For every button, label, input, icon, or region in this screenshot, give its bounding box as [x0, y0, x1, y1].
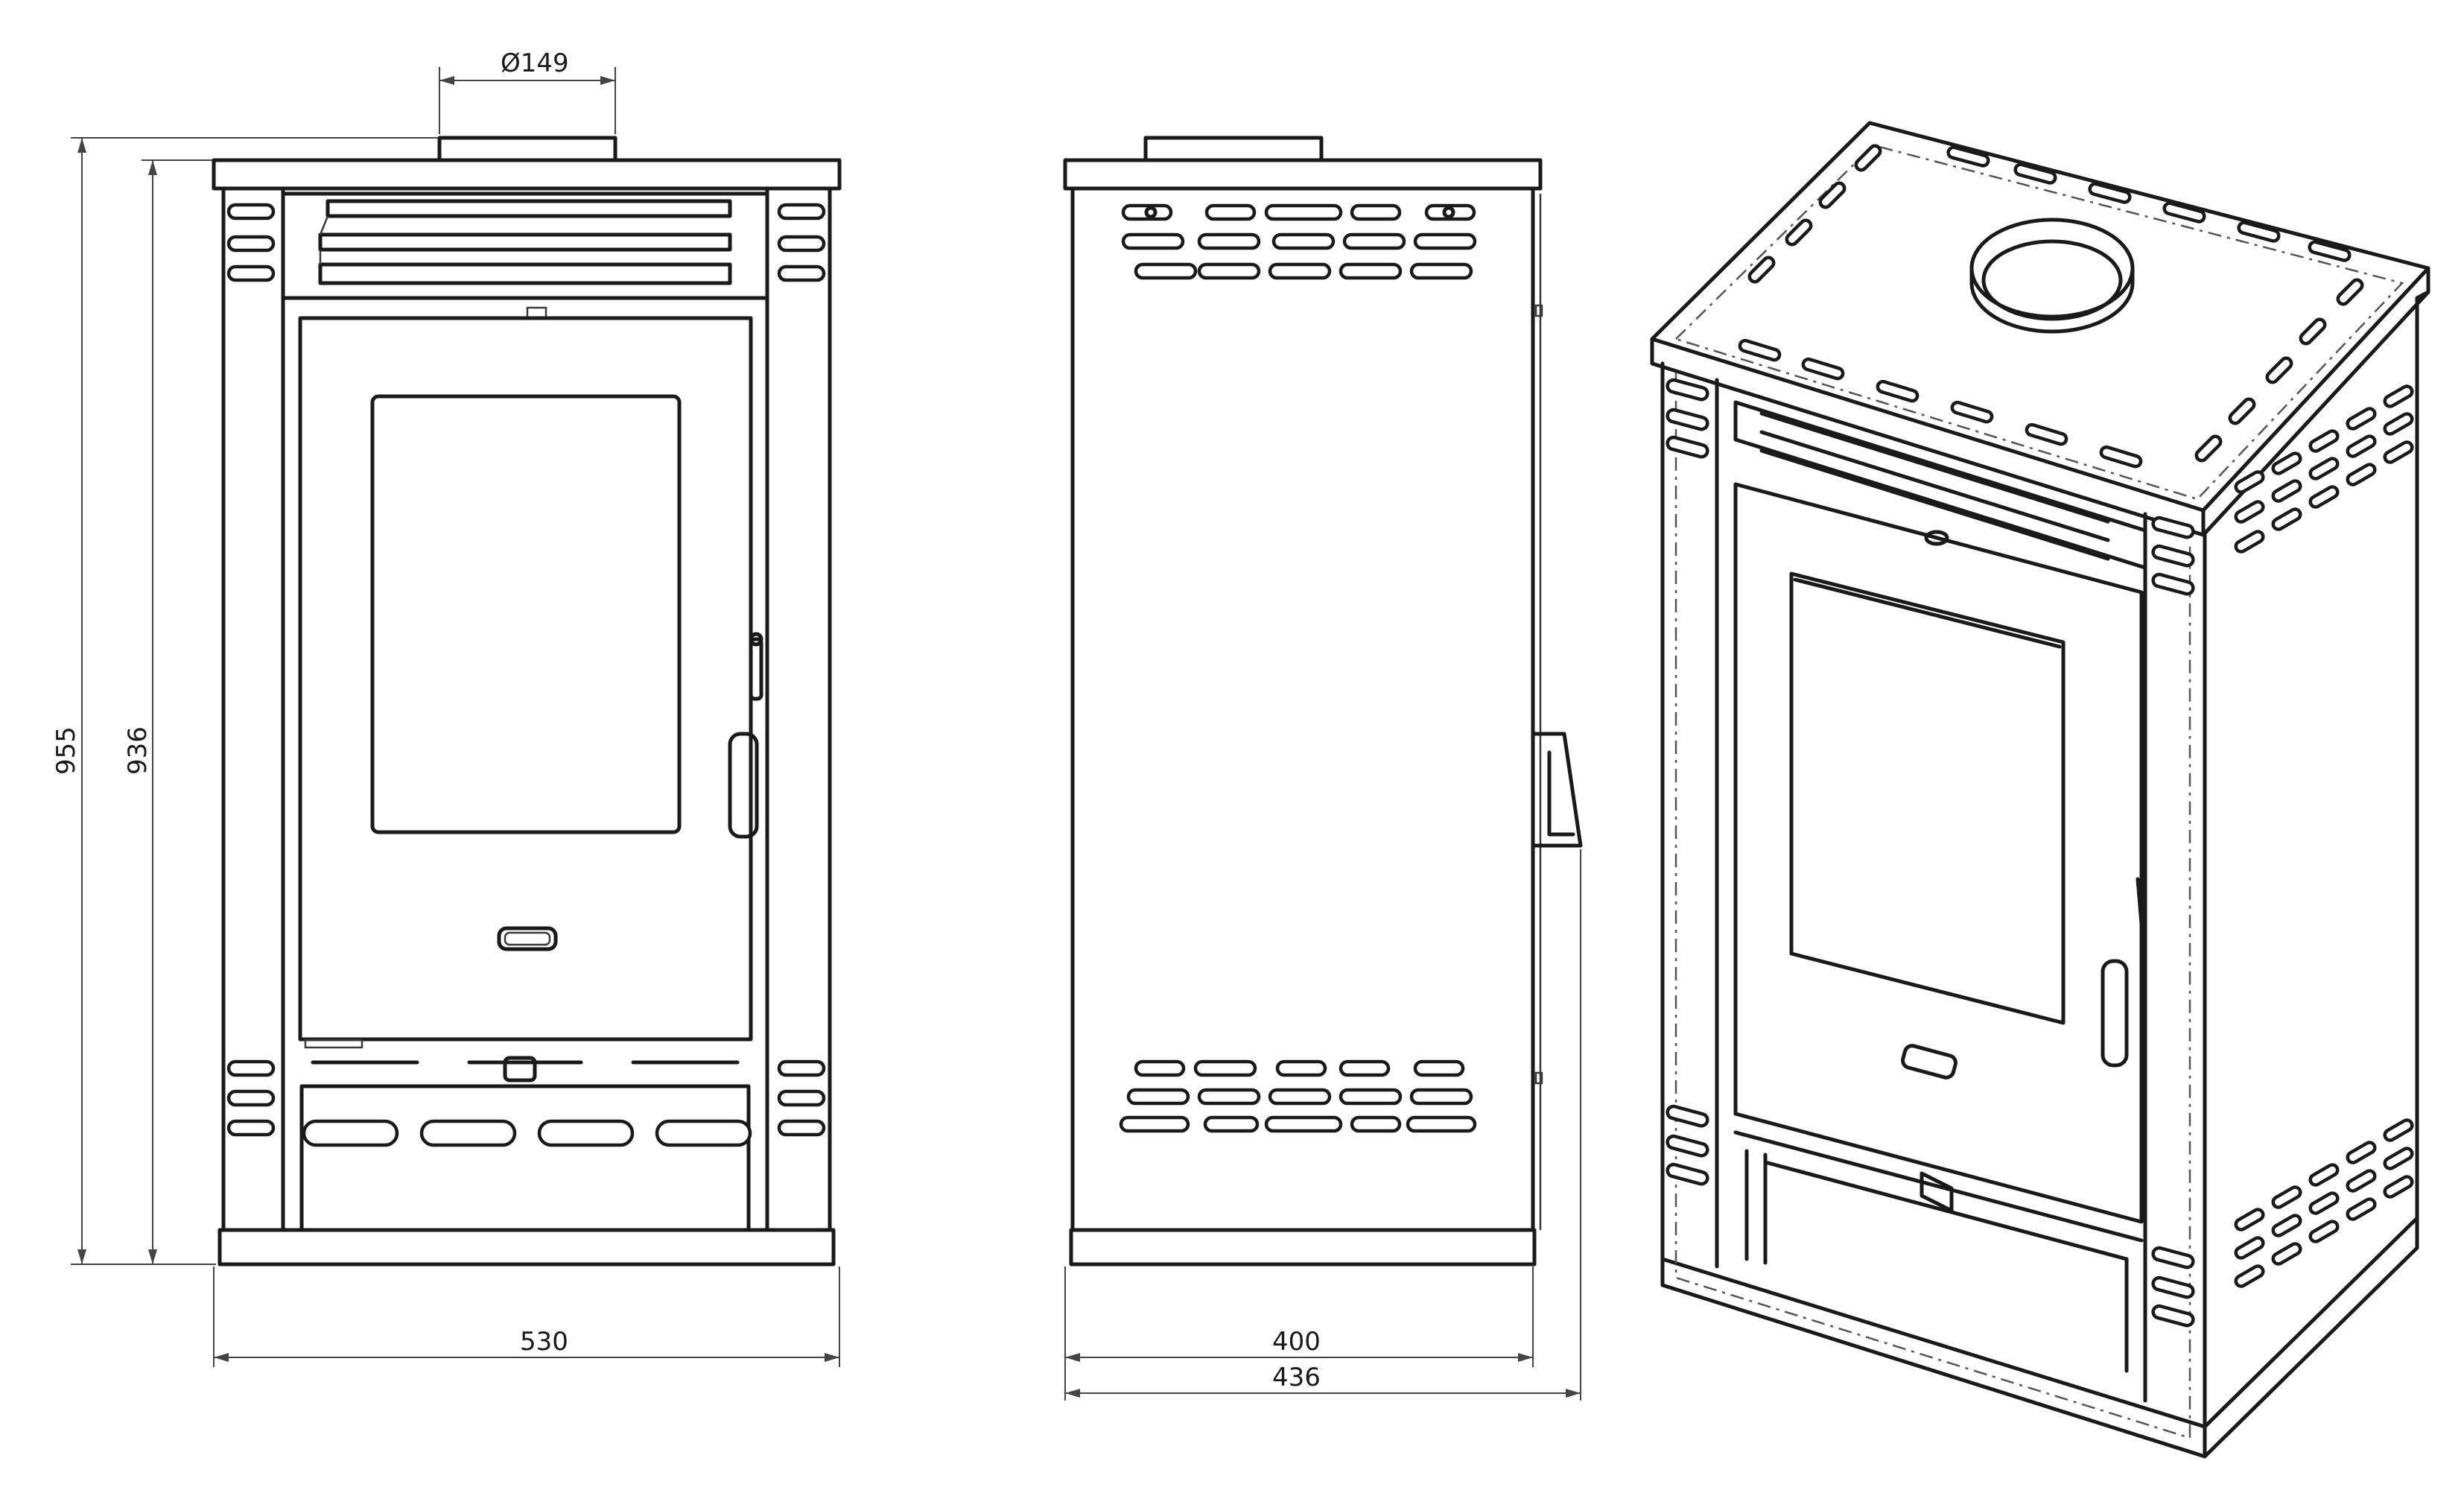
iso-base-opening: [1733, 1130, 2144, 1373]
dim-total-height: 955: [51, 726, 81, 775]
side-bottom-vents: [1119, 1059, 1477, 1133]
side-dimensions: 400 436: [1064, 849, 1581, 1401]
iso-side-vents: [2234, 384, 2414, 1288]
side-top-vents: [1121, 203, 1477, 280]
iso-door: [1733, 482, 2147, 1224]
front-right-vents: [777, 203, 826, 1137]
front-dimensions: Ø149 955 936 530: [51, 48, 840, 1367]
iso-right-col-vents: [2151, 516, 2195, 1328]
iso-top-grille: [1733, 400, 2147, 570]
front-lower-grille: [299, 1056, 752, 1232]
front-door: [298, 306, 763, 1049]
iso-left-vents: [1666, 378, 1709, 1186]
iso-top-vents: [1738, 144, 2364, 469]
dim-side-depth-body: 400: [1272, 1327, 1321, 1357]
dim-side-depth-total: 436: [1272, 1363, 1321, 1392]
side-view: [1063, 136, 1583, 1267]
front-top-grille: [281, 191, 769, 300]
front-left-vents: [226, 203, 276, 1137]
front-view: [212, 136, 842, 1267]
dim-front-width: 530: [520, 1327, 568, 1357]
dim-body-height: 936: [123, 726, 153, 775]
dim-flue-diameter: Ø149: [501, 48, 569, 78]
isometric-view: [1650, 121, 2430, 1459]
